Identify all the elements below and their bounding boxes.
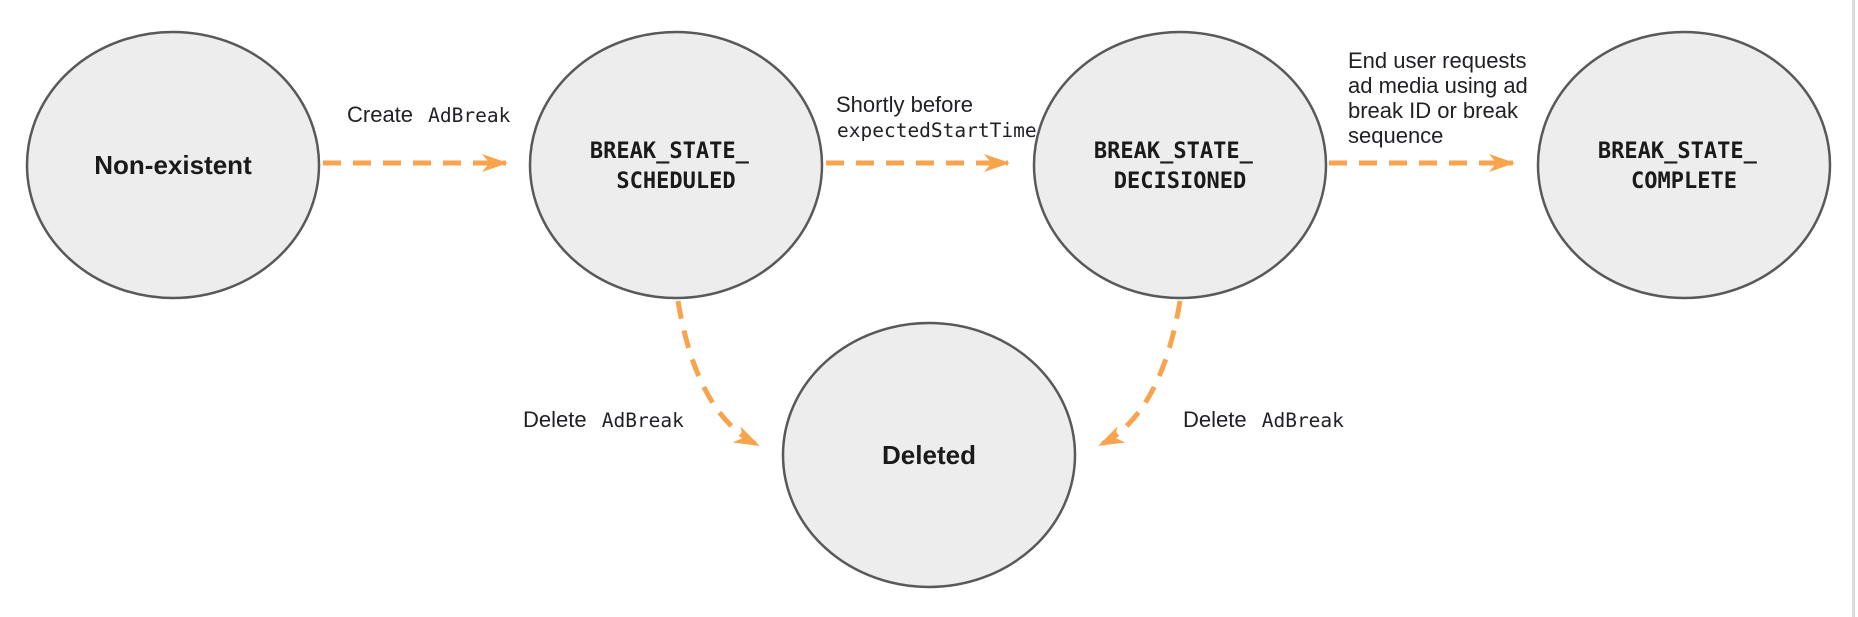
state-break-state-complete-label: BREAK_STATE_ COMPLETE — [1598, 139, 1770, 194]
state-deleted-label: Deleted — [882, 440, 976, 470]
state-break-state-decisioned-label: BREAK_STATE_ DECISIONED — [1094, 139, 1266, 194]
state-non-existent-label: Non-existent — [94, 150, 252, 180]
transition-end-user-requests-label: End user requests ad media using ad brea… — [1348, 48, 1534, 148]
state-break-state-decisioned — [1032, 30, 1328, 300]
state-deleted — [781, 321, 1077, 589]
transition-shortly-before-label-line1: Shortly before — [836, 92, 973, 117]
transition-delete-adbreak-right-label: Delete AdBreak — [1183, 407, 1344, 432]
state-break-state-scheduled-label: BREAK_STATE_ SCHEDULED — [590, 139, 762, 194]
transition-delete-adbreak-left-label: Delete AdBreak — [523, 407, 684, 432]
transition-delete-adbreak-left-arrow — [675, 300, 760, 448]
state-non-existent — [25, 30, 321, 300]
state-break-state-complete — [1536, 30, 1832, 300]
transition-shortly-before-label-line2: expectedStartTime — [837, 119, 1037, 142]
state-break-state-scheduled — [528, 30, 824, 300]
transition-create-adbreak-label: Create AdBreak — [347, 102, 511, 127]
transition-delete-adbreak-right-arrow — [1098, 300, 1183, 448]
